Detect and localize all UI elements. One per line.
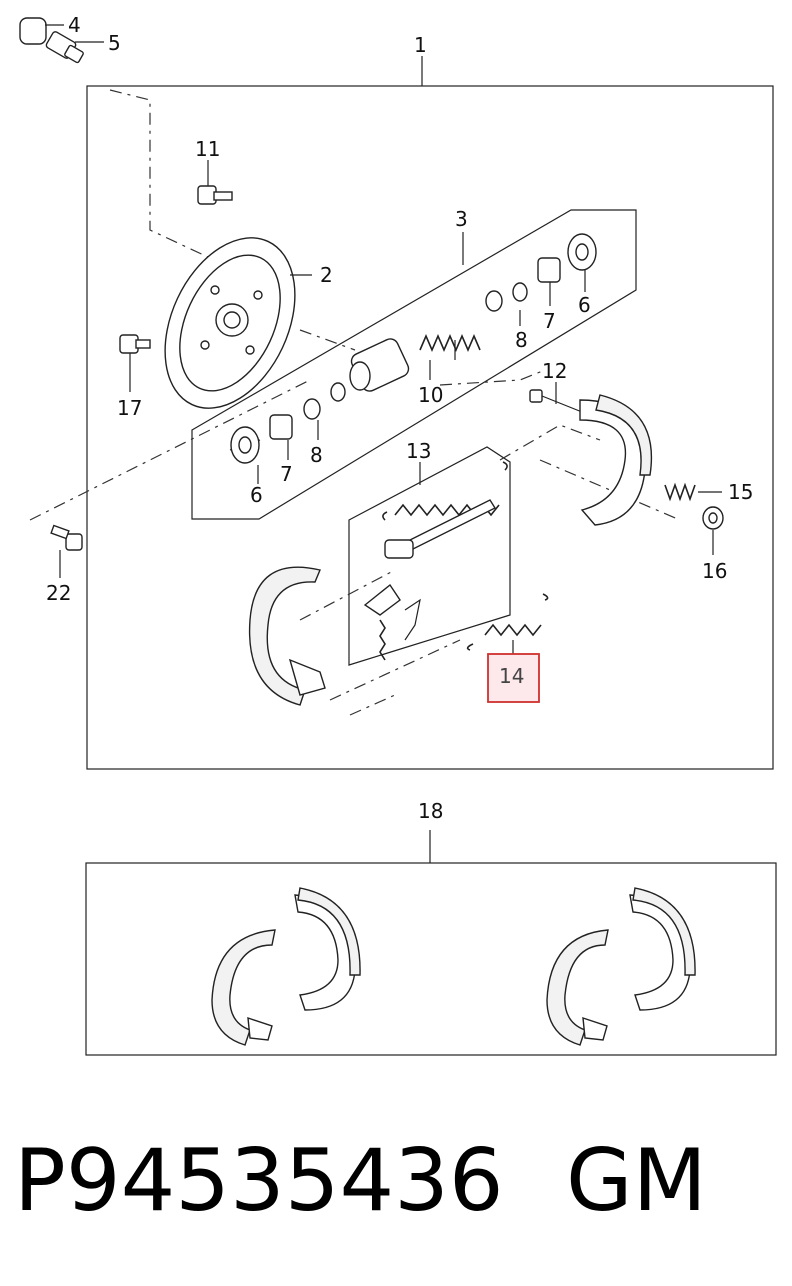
cup-8-lower	[303, 398, 321, 420]
label-4: 4	[68, 13, 81, 37]
label-14: 14	[499, 664, 524, 688]
cup-8-upper	[485, 290, 503, 312]
label-22: 22	[46, 581, 71, 605]
label-12: 12	[542, 359, 567, 383]
shoe-kit-pair-right	[546, 887, 696, 1046]
label-7-upper: 7	[543, 309, 556, 333]
label-6-upper: 6	[578, 293, 591, 317]
adjuster-lever	[363, 583, 421, 661]
brake-shoe-right	[579, 394, 653, 526]
cup-8-mid-lower	[330, 382, 346, 402]
bleeder-screw	[45, 31, 84, 64]
mounting-bolt-17	[119, 334, 151, 354]
label-15: 15	[728, 480, 753, 504]
spring-retainer-16	[702, 506, 724, 530]
cup-8-mid	[512, 282, 528, 302]
shoe-kit-frame	[85, 862, 777, 1056]
label-10: 10	[418, 383, 443, 407]
brake-shoe-left	[248, 566, 326, 706]
hold-down-spring-15	[664, 482, 696, 502]
highlight-box-14	[487, 653, 540, 703]
boot-6-upper	[567, 233, 597, 271]
wheel-cylinder-body	[349, 338, 410, 392]
brand-name: GM	[566, 1131, 707, 1231]
cylinder-spring-10	[419, 333, 481, 353]
boot-6-lower	[230, 426, 260, 464]
label-13: 13	[406, 439, 431, 463]
label-11: 11	[195, 137, 220, 161]
bolt-11	[197, 185, 233, 205]
label-6-lower: 6	[250, 483, 263, 507]
piston-7-upper	[537, 257, 561, 283]
label-8-lower: 8	[310, 443, 323, 467]
label-17: 17	[117, 396, 142, 420]
label-5: 5	[108, 31, 121, 55]
label-7-lower: 7	[280, 462, 293, 486]
label-8-upper: 8	[515, 328, 528, 352]
wheel-cylinder-subassembly-frame	[191, 209, 637, 520]
label-2: 2	[320, 263, 333, 287]
label-18: 18	[418, 799, 443, 823]
backing-plate	[164, 237, 296, 409]
shoe-kit-pair-left	[211, 887, 361, 1046]
piston-7-lower	[269, 414, 293, 440]
label-16: 16	[702, 559, 727, 583]
adjuster-subassembly-frame	[348, 446, 511, 666]
return-spring-14	[466, 593, 549, 651]
adjuster-strut	[384, 499, 497, 559]
hold-down-pin-12	[529, 389, 583, 413]
mounting-bolt-22	[50, 524, 83, 551]
label-1: 1	[414, 33, 427, 57]
main-assembly-frame	[86, 85, 774, 770]
bleeder-cap	[19, 17, 47, 45]
part-number: P94535436	[14, 1131, 504, 1231]
label-3: 3	[455, 207, 468, 231]
